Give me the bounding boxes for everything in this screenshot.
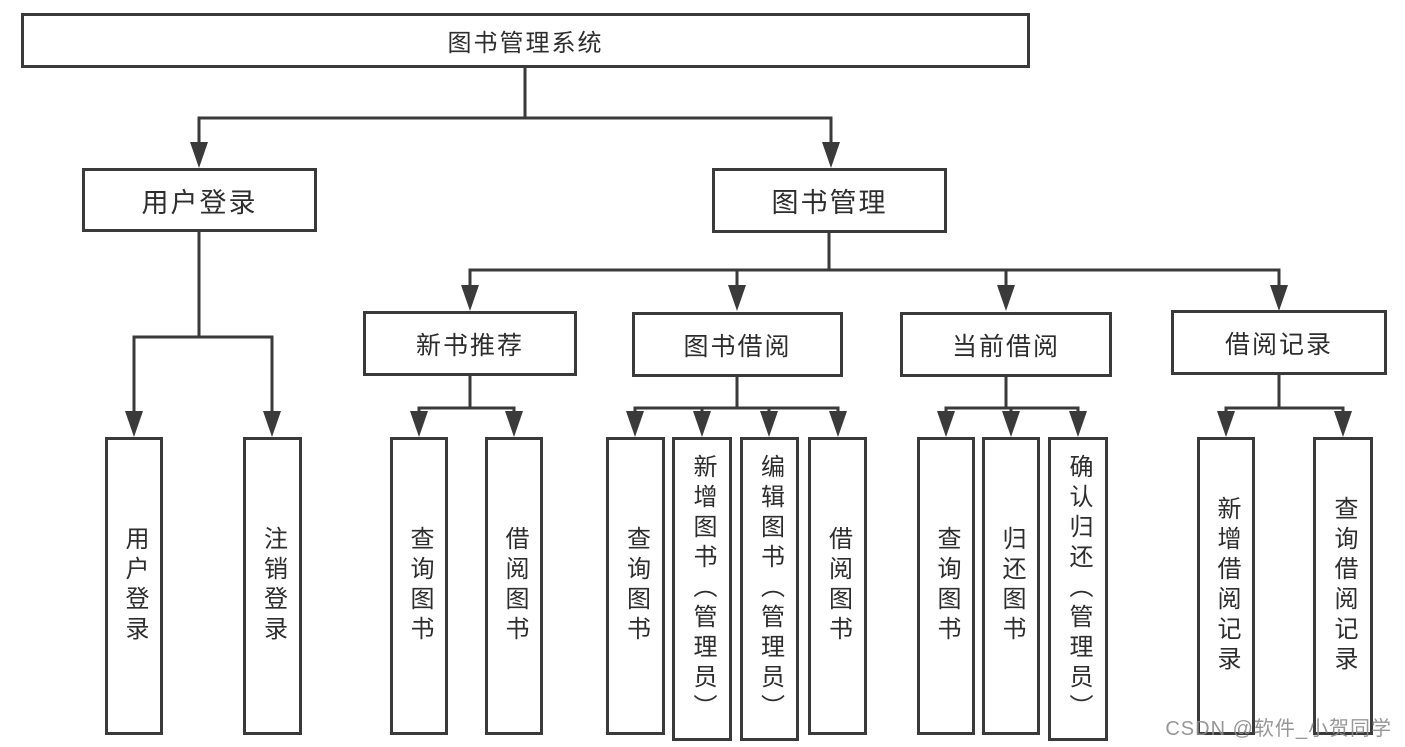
connector-user-rail [132,335,274,411]
arrowhead [505,411,523,437]
leaf-current-query: 查询图书 [917,437,975,735]
arrowhead [1002,411,1020,437]
arrowhead [693,411,711,437]
node-new-book-recommend-label: 新书推荐 [415,331,524,360]
leaf-borrow-borrow: 借阅图书 [808,437,867,735]
node-book-management-label: 图书管理 [771,188,888,218]
leaf-current-return-label: 归还图书 [998,526,1025,646]
node-borrow-record-label: 借阅记录 [1224,330,1333,359]
leaf-record-query-label: 查询借阅记录 [1330,496,1357,676]
leaf-user-login: 用户登录 [105,437,163,735]
node-user-login-label: 用户登录 [141,187,258,218]
leaf-logout-label: 注销登录 [259,526,287,646]
node-root: 图书管理系统 [21,13,1030,68]
connector-root-rail [197,116,833,142]
node-user-login: 用户登录 [82,168,317,232]
leaf-borrow-edit-admin-label: 编辑图书（管理员） [756,454,784,724]
arrowhead [190,142,208,168]
arrowhead [760,411,778,437]
leaf-newbook-query-label: 查询图书 [406,526,433,646]
arrowhead [822,142,840,168]
connector-borrow-rail [633,406,840,413]
leaf-current-return: 归还图书 [982,437,1040,735]
arrowhead [125,411,143,437]
leaf-borrow-add-admin: 新增图书（管理员） [672,437,732,741]
watermark: CSDN @软件_小贺同学 [1165,718,1392,740]
leaf-borrow-borrow-label: 借阅图书 [824,526,852,646]
connector-record-rail [1224,406,1345,413]
leaf-record-query: 查询借阅记录 [1313,437,1373,735]
leaf-newbook-borrow: 借阅图书 [485,437,543,735]
node-book-management: 图书管理 [712,168,947,233]
leaf-borrow-query: 查询图书 [606,437,665,735]
arrowhead [626,411,644,437]
node-borrow-record: 借阅记录 [1171,310,1387,375]
arrowhead [1069,411,1087,437]
leaf-logout: 注销登录 [243,437,302,735]
leaf-record-add: 新增借阅记录 [1197,437,1255,735]
leaf-borrow-add-admin-label: 新增图书（管理员） [689,454,716,724]
leaf-borrow-query-label: 查询图书 [622,526,650,646]
arrowhead [937,411,955,437]
leaf-user-login-label: 用户登录 [121,526,148,646]
arrowhead [410,411,428,437]
arrowhead [461,285,479,311]
arrowhead [1270,285,1288,311]
leaf-current-confirm-admin: 确认归还（管理员） [1048,437,1108,741]
connector-newbook-rail [417,406,516,413]
connector-mgmt-rail [468,268,1281,287]
node-root-label: 图书管理系统 [447,30,604,57]
node-book-borrow: 图书借阅 [632,312,843,377]
node-current-borrow: 当前借阅 [900,312,1112,377]
arrowhead [263,411,281,437]
node-current-borrow-label: 当前借阅 [951,332,1060,361]
leaf-newbook-borrow-label: 借阅图书 [501,526,528,646]
node-book-borrow-label: 图书借阅 [683,332,792,361]
arrowhead [829,411,847,437]
arrowhead [1217,411,1235,437]
arrowhead [997,285,1015,311]
leaf-record-add-label: 新增借阅记录 [1213,496,1240,676]
arrowhead [728,285,746,311]
node-new-book-recommend: 新书推荐 [363,311,577,376]
leaf-borrow-edit-admin: 编辑图书（管理员） [740,437,799,741]
leaf-current-confirm-admin-label: 确认归还（管理员） [1065,454,1092,724]
leaf-newbook-query: 查询图书 [390,437,448,735]
leaf-current-query-label: 查询图书 [933,526,960,646]
arrowhead [1334,411,1352,437]
